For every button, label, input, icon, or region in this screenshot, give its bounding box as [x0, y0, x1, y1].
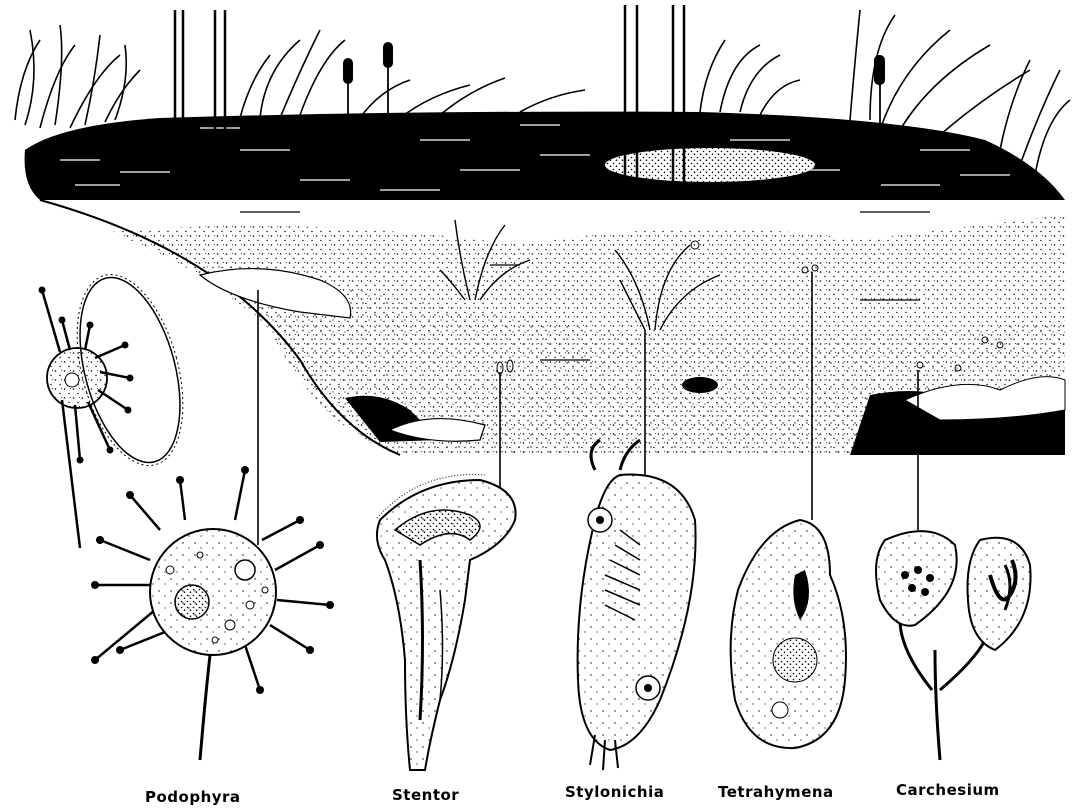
podophyra-organism [91, 466, 334, 760]
label-tetrahymena: Tetrahymena [718, 783, 834, 801]
label-stentor: Stentor [392, 786, 459, 804]
label-stylonichia: Stylonichia [565, 783, 664, 801]
pond-surface [25, 112, 1065, 200]
label-carchesium: Carchesium [896, 781, 1000, 799]
carchesium-organism [876, 531, 1031, 760]
stylonichia-organism [578, 440, 696, 770]
podophyra-small-on-ciliate [39, 263, 202, 548]
stentor-organism [377, 475, 516, 770]
label-podophyra: Podophyra [145, 788, 241, 806]
small-rock [682, 377, 718, 393]
species-labels: Podophyra Stentor Stylonichia Tetrahymen… [145, 781, 1000, 806]
pond-bottom [40, 200, 1065, 455]
tetrahymena-organism [731, 520, 846, 748]
podophyra-stalk [200, 655, 210, 760]
